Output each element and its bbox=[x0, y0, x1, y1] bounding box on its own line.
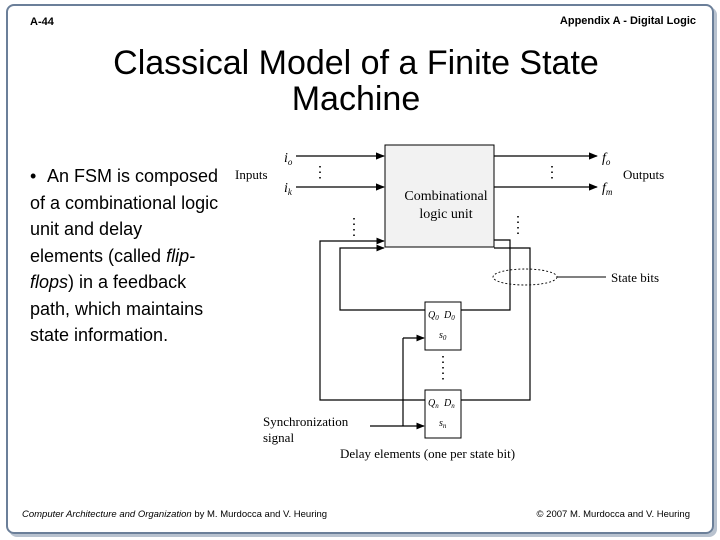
flip-flop-n bbox=[424, 389, 462, 439]
slide-title: Classical Model of a Finite State Machin… bbox=[40, 45, 672, 117]
ff0-s-label: s0 bbox=[439, 330, 447, 342]
chapter-title: Appendix A - Digital Logic bbox=[559, 15, 696, 27]
state-in-qn bbox=[319, 237, 425, 401]
title-line-2: Machine bbox=[291, 80, 421, 118]
slide-number: A-44 bbox=[30, 16, 54, 28]
state-bits-label: State bits bbox=[611, 270, 659, 285]
sync-label-line2: signal bbox=[263, 430, 294, 445]
svg-text:fm: fm bbox=[602, 181, 613, 197]
state-bits-ellipse bbox=[492, 268, 558, 286]
bullet-text-pre: An FSM is composed of a combinational lo… bbox=[30, 166, 219, 266]
clu-label-line1: Combinational bbox=[404, 189, 487, 204]
svg-text:io: io bbox=[284, 151, 293, 167]
sync-label-line1: Synchronization bbox=[263, 414, 349, 429]
combinational-logic-box bbox=[384, 144, 495, 248]
bullet-marker: • bbox=[30, 166, 37, 186]
slide-frame bbox=[6, 4, 714, 534]
ffn-s-label: sn bbox=[439, 418, 447, 430]
ffn-d-label: Dn bbox=[443, 398, 455, 410]
footer-copyright: © 2007 M. Murdocca and V. Heuring bbox=[536, 509, 690, 520]
inputs-label: Inputs bbox=[235, 167, 268, 182]
bullet-text-post: ) in a feedback path, which maintains st… bbox=[30, 272, 204, 345]
footer-book-title: Computer Architecture and Organization bbox=[22, 509, 192, 520]
bullet-text-emphasis: flip-flops bbox=[30, 245, 196, 293]
feedback-to-d0-top bbox=[461, 239, 511, 311]
flip-flop-0 bbox=[424, 301, 462, 351]
state-in-q0 bbox=[339, 244, 425, 311]
input-ik-label: ik bbox=[284, 181, 293, 197]
clu-label-line2: logic unit bbox=[419, 207, 472, 222]
bullet-text: •An FSM is composed of a combinational l… bbox=[30, 163, 220, 349]
outputs-label: Outputs bbox=[623, 167, 664, 182]
svg-text:fo: fo bbox=[602, 151, 611, 167]
input-io-label: io bbox=[284, 151, 293, 167]
ffn-q-label: Qn bbox=[428, 398, 439, 410]
output-fo-label: fo bbox=[602, 151, 611, 167]
footer-authors: by M. Murdocca and V. Heuring bbox=[191, 509, 328, 520]
ff0-d-label: D0 bbox=[443, 310, 455, 322]
title-line-1: Classical Model of a Finite State bbox=[113, 44, 599, 82]
feedback-to-d0 bbox=[461, 247, 531, 401]
output-fm-label: fm bbox=[602, 181, 613, 197]
footer-citation: Computer Architecture and Organization b… bbox=[22, 509, 327, 520]
delay-elements-label: Delay elements (one per state bit) bbox=[340, 446, 515, 461]
ff0-q-label: Q0 bbox=[428, 310, 439, 322]
svg-text:ik: ik bbox=[284, 181, 293, 197]
